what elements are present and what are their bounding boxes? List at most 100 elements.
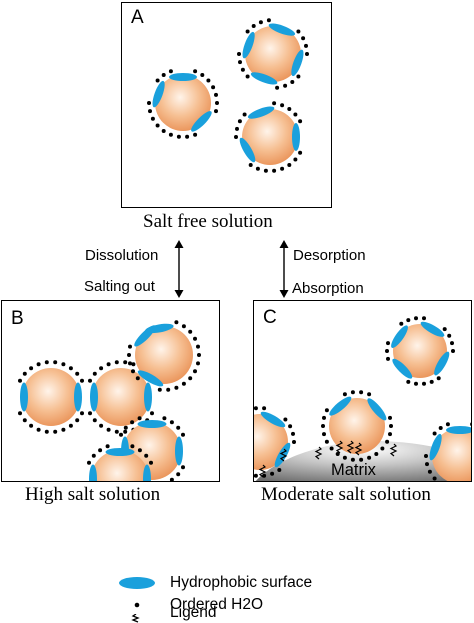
- water-dot: [291, 431, 295, 436]
- water-dot: [324, 408, 329, 413]
- water-dot: [214, 92, 218, 97]
- protein-sphere: [424, 422, 471, 481]
- water-dot: [215, 101, 219, 105]
- water-dot: [155, 123, 160, 128]
- water-dot: [68, 366, 73, 371]
- water-dot: [206, 78, 211, 83]
- hydrophobic-patch: [242, 31, 255, 59]
- water-dot: [277, 468, 282, 472]
- water-dot: [304, 43, 308, 48]
- water-dot: [240, 67, 245, 72]
- water-dot: [196, 344, 200, 349]
- water-dot: [272, 101, 277, 106]
- water-dot: [106, 427, 111, 432]
- water-dot: [99, 423, 104, 428]
- water-dot: [406, 318, 411, 323]
- water-dot: [280, 166, 285, 171]
- water-dot: [61, 427, 66, 432]
- legend-ligand-label: Ligend: [170, 604, 217, 621]
- ligand-zigzag: [258, 464, 267, 478]
- water-dot: [114, 429, 119, 434]
- water-dot: [130, 420, 135, 425]
- water-dot: [266, 18, 271, 23]
- water-dot: [322, 432, 326, 437]
- protein-body: [22, 368, 80, 426]
- water-dot: [280, 103, 285, 108]
- water-dot: [335, 452, 340, 456]
- panel-c-drawing: [254, 316, 471, 481]
- water-dot: [254, 473, 258, 478]
- salting-out-label: Salting out: [84, 278, 155, 295]
- ligand-zigzag: [279, 448, 288, 462]
- water-dot: [130, 444, 135, 449]
- hydrophobic-patch: [169, 73, 197, 81]
- protein-sphere: [234, 101, 303, 173]
- hydrophobic-patch: [367, 398, 387, 421]
- panel-b-drawing: [18, 320, 201, 481]
- water-dot: [114, 360, 119, 365]
- water-dot: [18, 378, 22, 383]
- water-dot: [283, 83, 288, 88]
- water-dot: [321, 424, 325, 428]
- protein-body: [393, 324, 447, 378]
- water-dot: [193, 369, 197, 374]
- water-dot: [147, 101, 151, 105]
- water-dot: [367, 392, 372, 397]
- water-dot: [144, 453, 149, 458]
- water-dot: [193, 69, 198, 74]
- water-dot: [298, 119, 303, 124]
- water-dot: [128, 361, 132, 366]
- hydrophobic-patch: [137, 420, 167, 428]
- hydrophobic-patch: [105, 448, 135, 456]
- protein-body: [155, 75, 211, 131]
- water-dot: [262, 406, 267, 411]
- water-dot: [75, 418, 80, 423]
- hydrophobic-patch: [291, 49, 304, 77]
- legend-hydrophobic-label: Hydrophobic surface: [170, 574, 313, 591]
- matrix-surface: [255, 441, 471, 481]
- water-dot: [251, 24, 256, 28]
- dissolution-label: Dissolution: [85, 247, 159, 264]
- hydrophobic-patch: [137, 370, 164, 387]
- water-dot: [150, 411, 154, 416]
- water-dot: [385, 349, 389, 353]
- protein-body: [135, 326, 193, 384]
- water-dot: [168, 132, 173, 137]
- black-dot-icon: [134, 602, 140, 608]
- water-dot: [123, 425, 128, 430]
- water-dot: [169, 420, 174, 425]
- water-dot: [425, 462, 429, 467]
- panel-a-caption: Salt free solution: [143, 211, 273, 232]
- water-dot: [422, 316, 426, 321]
- water-dot: [422, 381, 426, 386]
- panel-a: A: [121, 2, 332, 208]
- water-dot: [155, 78, 160, 83]
- water-dot: [162, 416, 167, 421]
- water-dot: [181, 432, 185, 437]
- water-dot: [350, 457, 355, 462]
- water-dot: [263, 168, 268, 173]
- hydrophobic-patch: [391, 325, 408, 348]
- water-dot: [414, 316, 418, 321]
- water-dot: [161, 73, 166, 77]
- protein-sphere: [237, 18, 309, 90]
- water-dot: [53, 429, 58, 434]
- ligand-zigzag: [346, 440, 355, 454]
- water-dot: [174, 320, 179, 325]
- protein-sphere: [87, 444, 153, 481]
- hydrophobic-patch: [144, 382, 152, 412]
- water-dot: [298, 150, 303, 155]
- water-dot: [424, 454, 428, 458]
- water-dot: [44, 360, 49, 365]
- matrix-label: Matrix: [331, 461, 376, 479]
- hydrophobic-patch: [191, 111, 212, 132]
- water-dot: [324, 439, 329, 444]
- hydrophobic-patch: [20, 382, 28, 412]
- protein-body: [242, 109, 298, 165]
- water-dot: [92, 371, 97, 376]
- water-dot: [292, 440, 296, 444]
- ligand-zigzag: [335, 440, 344, 454]
- water-dot: [22, 371, 27, 376]
- water-dot: [399, 321, 404, 326]
- zigzag-ligand-icon: [131, 614, 140, 623]
